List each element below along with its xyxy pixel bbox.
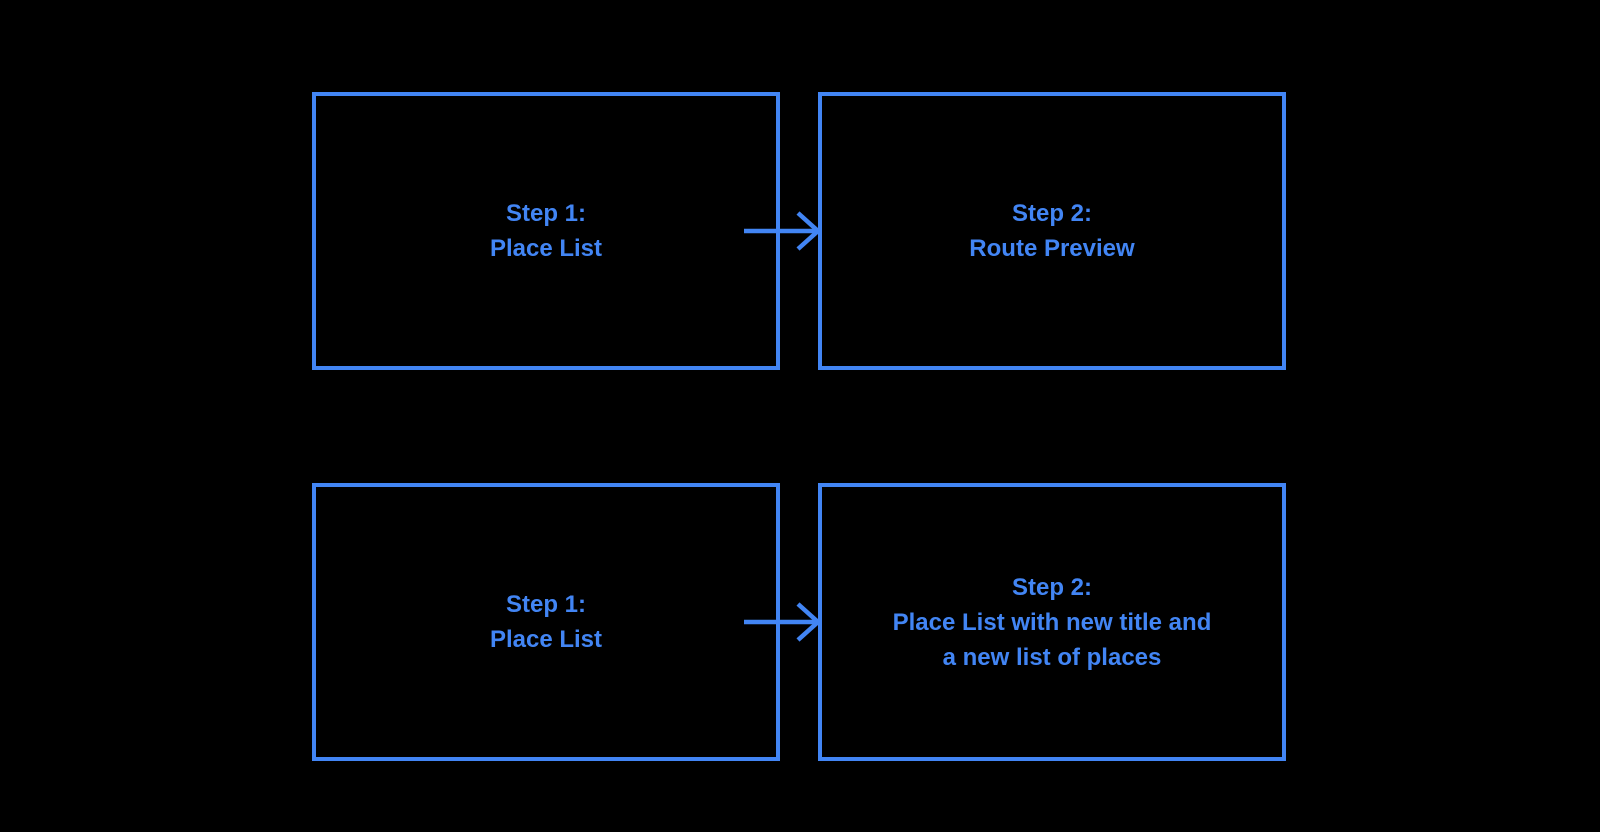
flow-node-step2-route-preview: Step 2: Route Preview [818,92,1286,370]
node-title: Step 1: [505,200,586,227]
node-title: Step 1: [505,591,586,618]
node-subtitle-2: a new list of places [942,643,1162,671]
arrow-right-icon [744,602,822,642]
flow-node-step1-place-list: Step 1: Place List [312,92,780,370]
arrow-right-icon [744,211,822,251]
node-subtitle: Place List [489,626,603,653]
node-subtitle: Place List [489,235,603,262]
node-subtitle: Place List with new title and [892,608,1212,636]
node-subtitle: Route Preview [969,235,1135,262]
node-title: Step 2: [1011,200,1092,227]
flow-node-step2-new-place-list: Step 2: Place List with new title and a … [818,483,1286,761]
node-title: Step 2: [1011,573,1092,601]
flow-node-step1-place-list-2: Step 1: Place List [312,483,780,761]
